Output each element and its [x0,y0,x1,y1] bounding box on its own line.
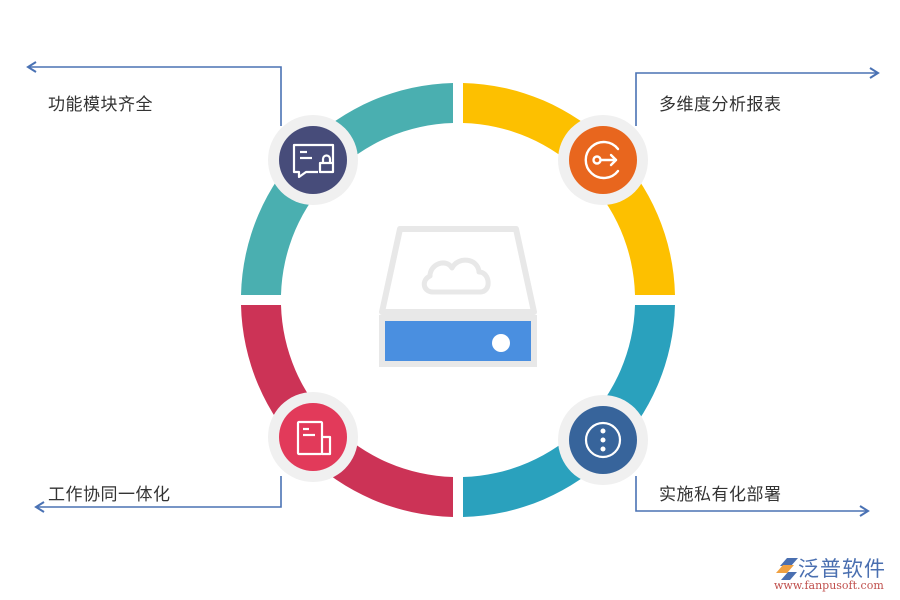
connector-bottom-right [635,476,870,517]
feature-icon-top-right [558,115,648,205]
more-vertical-circle-icon [584,421,622,459]
connector-bottom-left [34,476,282,513]
feature-icon-bottom-right [558,395,648,485]
feature-label-top-right: 多维度分析报表 [659,95,782,115]
connector-top-right [635,67,880,126]
cloud-storage-drive-icon [379,226,537,367]
feature-label-bottom-right: 实施私有化部署 [659,485,782,505]
chat-lock-icon [292,143,335,179]
brand-name: 泛普软件 [798,557,886,581]
feature-icon-bottom-left [268,392,358,482]
connector-lines [26,61,880,517]
feature-icon-top-left [268,115,358,205]
feature-label-bottom-left: 工作协同一体化 [48,485,171,505]
circle-key-arrow-icon [584,140,620,180]
connector-top-left [26,61,282,126]
brand-logo-icon [776,558,798,580]
feature-label-top-left: 功能模块齐全 [48,95,153,115]
brand-url: www.fanpusoft.com [774,579,884,592]
brand-logo: 泛普软件 www.fanpusoft.com [772,553,897,598]
document-icon [296,420,332,456]
